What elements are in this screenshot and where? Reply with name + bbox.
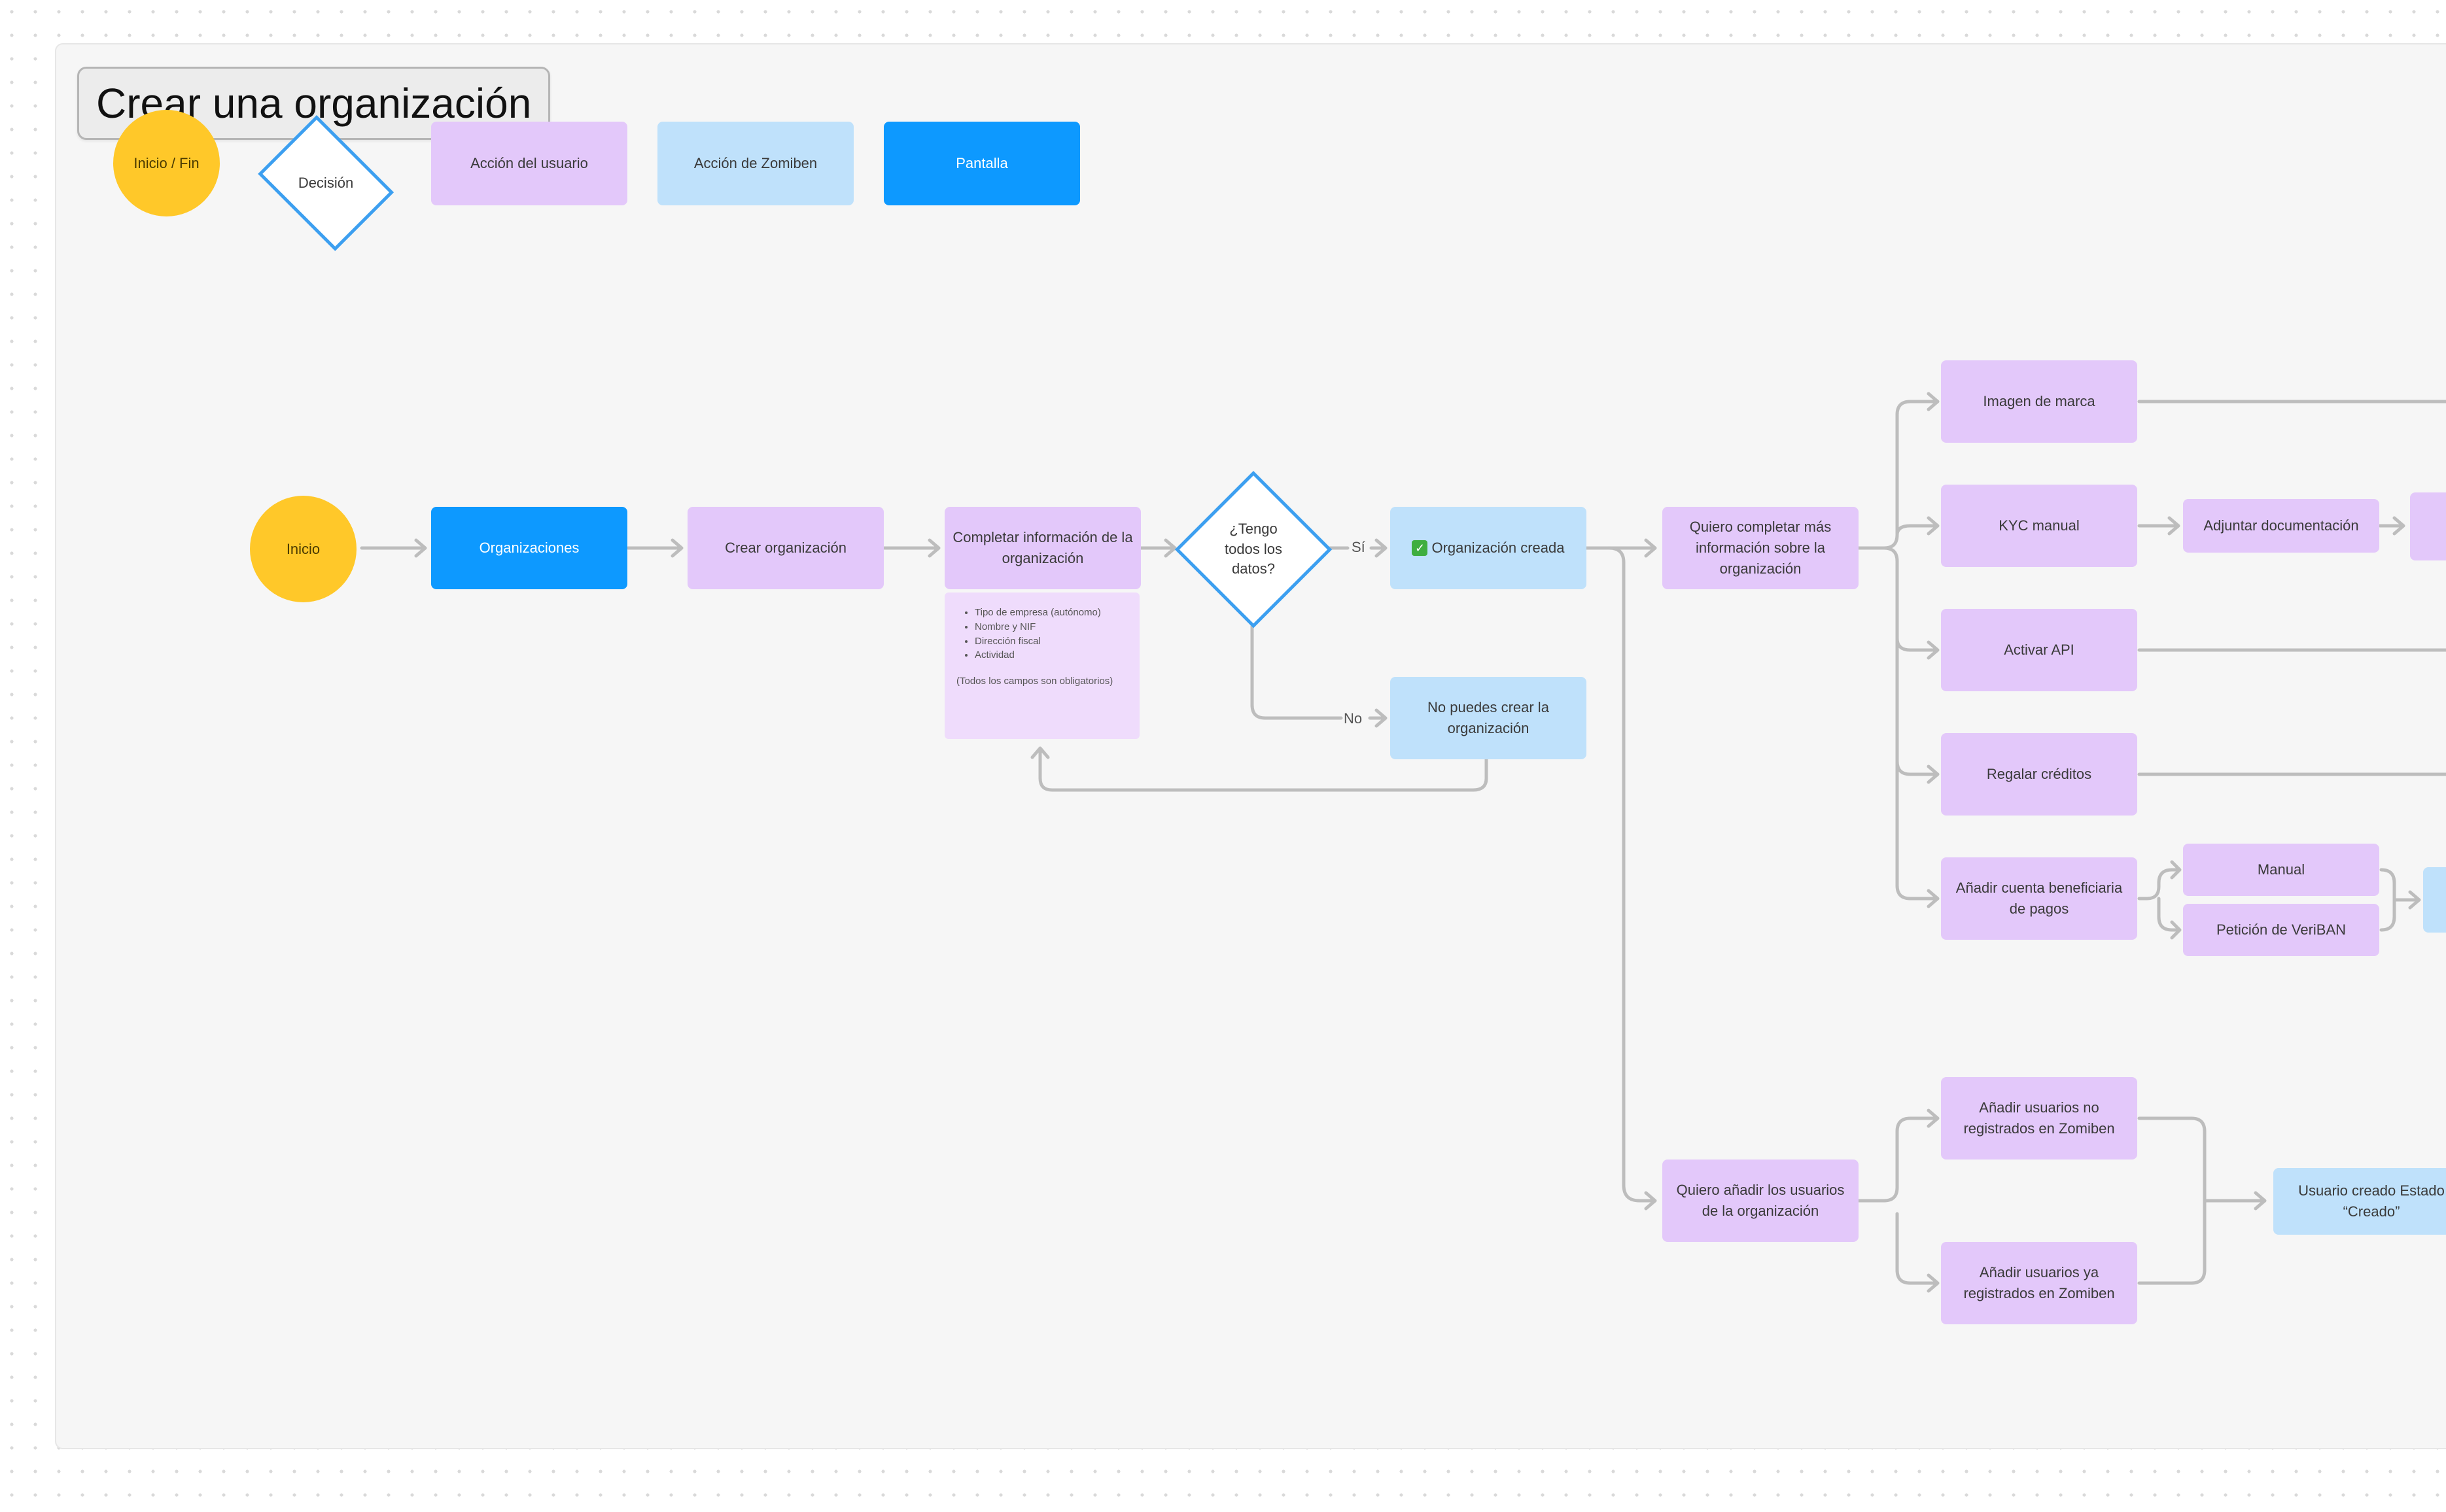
note-required-fields: Tipo de empresa (autónomo) Nombre y NIF …	[945, 593, 1140, 739]
note-list: Tipo de empresa (autónomo) Nombre y NIF …	[956, 606, 1128, 662]
node-kyc-manual[interactable]: KYC manual	[1941, 485, 2137, 567]
node-usuarios-ya-registrados[interactable]: Añadir usuarios ya registrados en Zomibe…	[1941, 1242, 2137, 1324]
edge-manual-peticion-join	[2379, 868, 2421, 932]
edge-organizaciones-crear	[626, 538, 684, 558]
node-inicio[interactable]: Inicio	[250, 496, 357, 602]
edge-adjuntar-right	[2378, 516, 2405, 536]
node-activar-api[interactable]: Activar API	[1941, 609, 2137, 691]
legend-start-end: Inicio / Fin	[113, 110, 220, 216]
node-manual[interactable]: Manual	[2183, 844, 2379, 896]
node-offscreen-cuenta	[2423, 867, 2446, 933]
legend-decision-label: Decisión	[298, 174, 354, 191]
legend-decision: Decisión	[249, 124, 403, 242]
note-item: Nombre y NIF	[975, 620, 1128, 634]
node-offscreen-next	[2410, 492, 2446, 560]
note-item: Tipo de empresa (autónomo)	[975, 606, 1128, 620]
node-regalar-creditos[interactable]: Regalar créditos	[1941, 733, 2137, 816]
node-organizaciones[interactable]: Organizaciones	[431, 507, 627, 589]
edge-completar-decision	[1139, 538, 1177, 558]
note-item: Dirección fiscal	[975, 634, 1128, 649]
checkmark-icon: ✓	[1412, 540, 1428, 556]
edge-no-back	[1030, 746, 1488, 792]
node-cuenta-beneficiaria[interactable]: Añadir cuenta beneficiaria de pagos	[1941, 857, 2137, 940]
edge-creada-usuarios	[1607, 546, 1657, 1211]
node-organizacion-creada[interactable]: ✓Organización creada	[1390, 507, 1586, 589]
note-item: Actividad	[975, 648, 1128, 662]
edge-label-si: Sí	[1352, 539, 1365, 555]
node-adjuntar-documentacion[interactable]: Adjuntar documentación	[2183, 499, 2379, 553]
edge-users-join	[2137, 1116, 2267, 1285]
node-no-puedes-crear[interactable]: No puedes crear la organización	[1390, 677, 1586, 759]
node-crear-organizacion[interactable]: Crear organización	[688, 507, 884, 589]
edge-label-no: No	[1344, 710, 1363, 727]
organizacion-creada-label: Organización creada	[1431, 540, 1565, 557]
edge-crear-completar	[882, 538, 941, 558]
node-mas-informacion[interactable]: Quiero completar más información sobre l…	[1662, 507, 1859, 589]
node-completar-informacion[interactable]: Completar información de la organización	[945, 507, 1141, 589]
edge-decision-si	[1328, 538, 1388, 558]
edge-kyc-adjuntar	[2137, 516, 2180, 536]
edge-inicio-organizaciones	[360, 538, 427, 558]
legend-screen: Pantalla	[884, 122, 1080, 205]
node-usuarios-no-registrados[interactable]: Añadir usuarios no registrados en Zomibe…	[1941, 1077, 2137, 1160]
node-usuario-creado[interactable]: Usuario creado Estado “Creado”	[2273, 1168, 2446, 1235]
decision-label: ¿Tengo todos los datos?	[1224, 520, 1283, 577]
node-imagen-marca[interactable]: Imagen de marca	[1941, 360, 2137, 443]
legend-user-action: Acción del usuario	[431, 122, 627, 205]
edge-usuarios-split	[1857, 1108, 1940, 1293]
node-anadir-usuarios[interactable]: Quiero añadir los usuarios de la organiz…	[1662, 1160, 1859, 1242]
node-decision-datos[interactable]: ¿Tengo todos los datos?	[1175, 471, 1332, 628]
node-peticion-veriban[interactable]: Petición de VeriBAN	[2183, 904, 2379, 956]
legend-zomiben-action: Acción de Zomiben	[657, 122, 854, 205]
edge-fan-options	[1857, 392, 1940, 908]
edge-decision-no	[1250, 623, 1388, 728]
note-footer: (Todos los campos son obligatorios)	[956, 676, 1113, 687]
edge-creada-mas-info	[1584, 538, 1657, 558]
edge-cuenta-split	[2137, 860, 2182, 940]
